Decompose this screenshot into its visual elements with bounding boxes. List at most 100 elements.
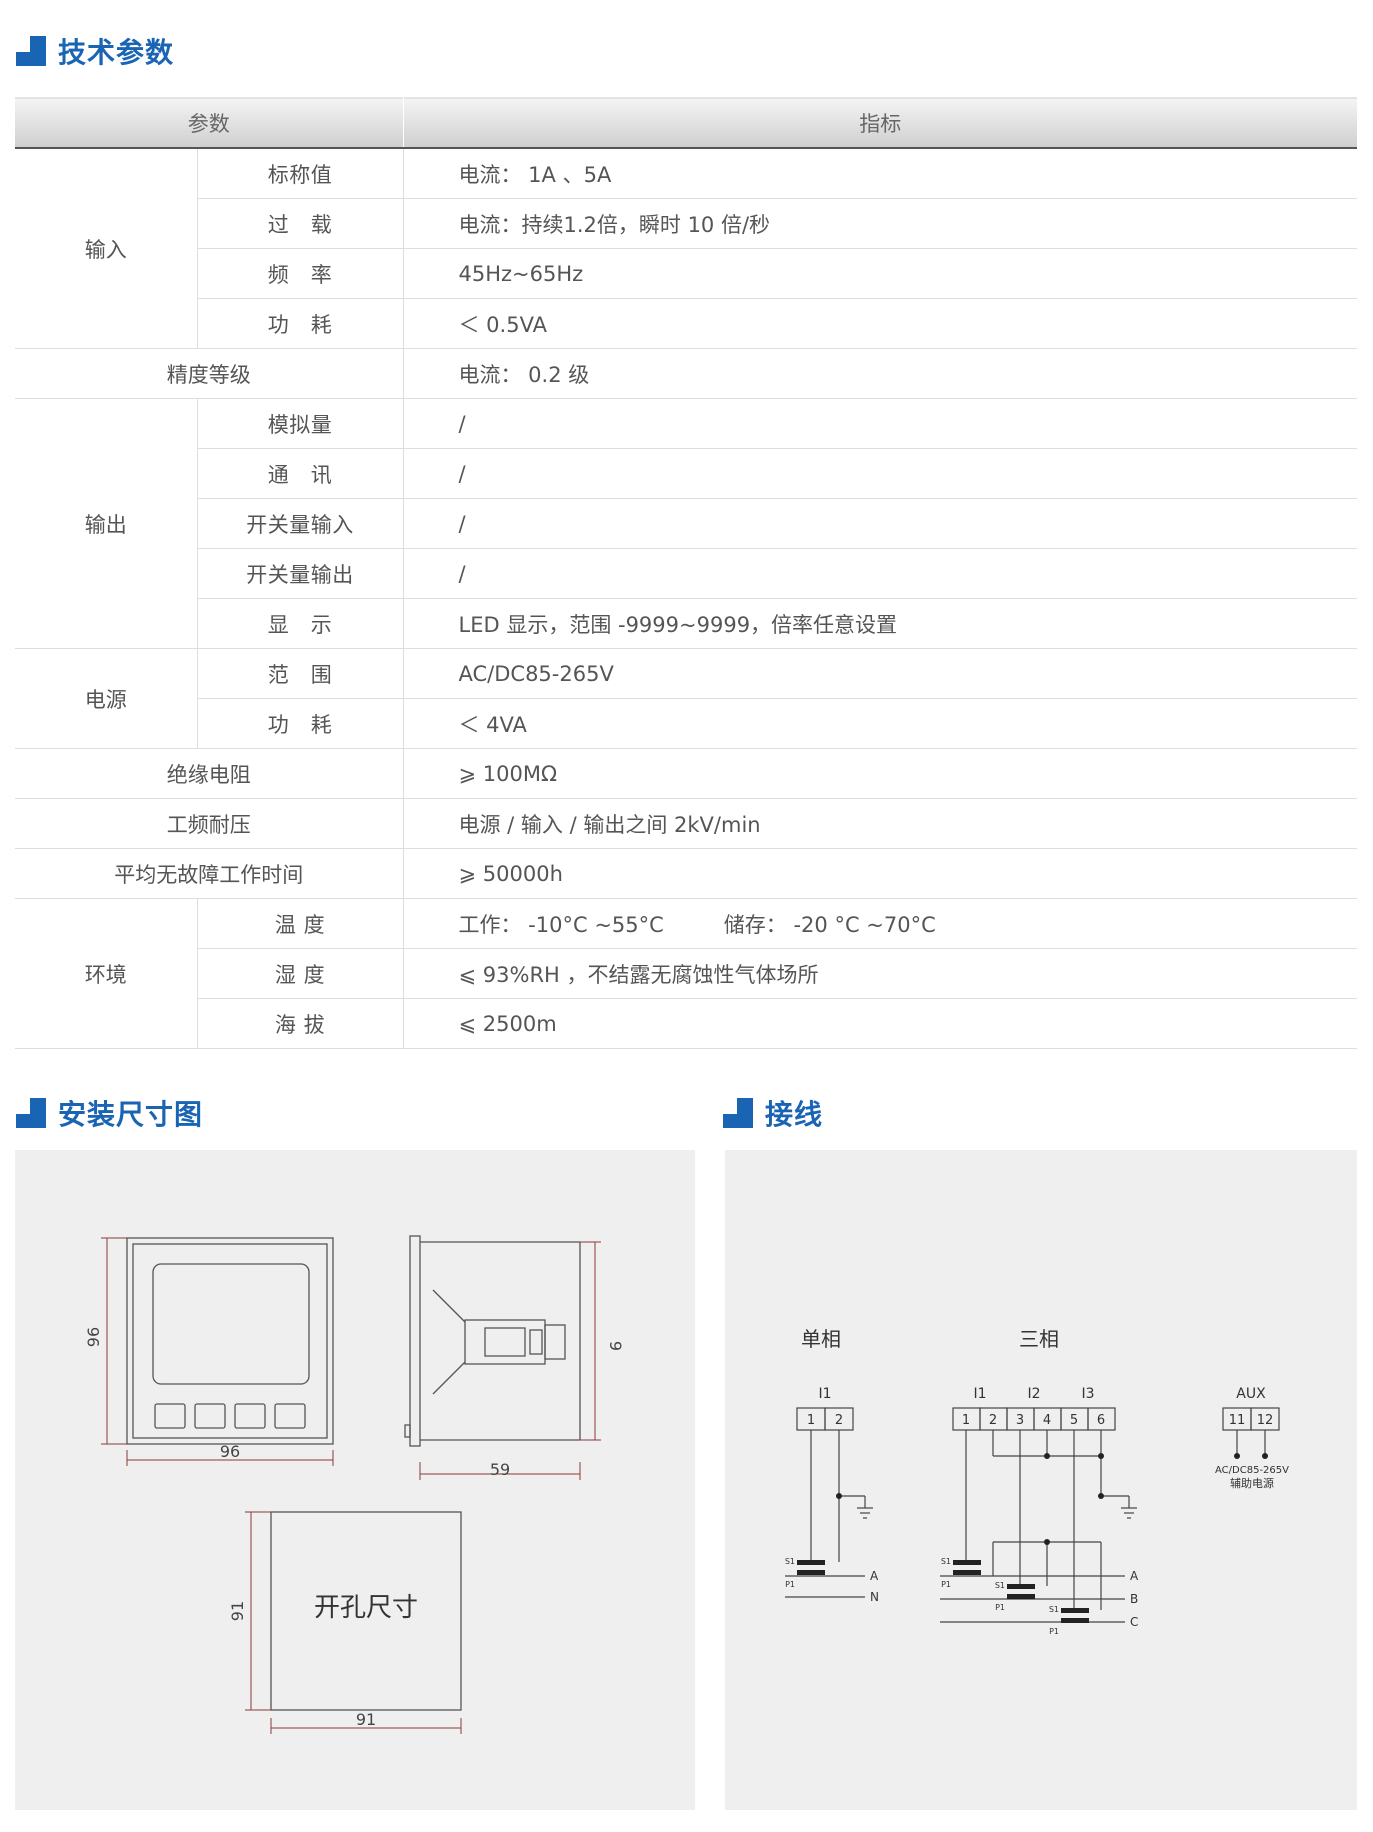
value-cell: AC/DC85-265V — [403, 648, 1357, 699]
sub-label: 频 率 — [197, 248, 404, 299]
front-bezel — [126, 1237, 334, 1445]
wiring-drawing: 单相 三相 AUX AC/DC85-265V 辅助电源 I1 I1 I2 I3 — [785, 1327, 1289, 1636]
header-param: 参数 — [15, 97, 404, 149]
sub-label: 过 载 — [197, 198, 404, 249]
sub-label: 标称值 — [197, 148, 404, 199]
section-title-wiring: 接线 — [723, 1093, 823, 1133]
front-key — [234, 1403, 266, 1429]
front-key — [154, 1403, 186, 1429]
spec-table: 参数 指标 输入 标称值 电流： 1A 、5A 过 载 电流：持续1.2倍，瞬时… — [15, 97, 1357, 1049]
sub-label: 模拟量 — [197, 398, 404, 449]
value-cell: LED 显示，范围 -9999~9999，倍率任意设置 — [403, 598, 1357, 649]
row-label: 绝缘电阻 — [15, 748, 404, 799]
section-square-icon — [723, 1098, 753, 1128]
table-row: 功 耗 ＜ 0.5VA — [15, 298, 1357, 349]
sub-label: 通 讯 — [197, 448, 404, 499]
value-cell: 电流： 0.2 级 — [403, 348, 1357, 399]
value-cell: ＜ 4VA — [403, 698, 1357, 749]
group-power: 电源 — [15, 648, 198, 749]
table-row: 输出 模拟量 / — [15, 398, 1357, 649]
table-row: 工频耐压 电源 / 输入 / 输出之间 2kV/min — [15, 798, 1357, 849]
value-cell: 电源 / 输入 / 输出之间 2kV/min — [403, 798, 1357, 849]
label-single-phase: 单相 — [801, 1327, 841, 1351]
cutout-outline — [270, 1511, 462, 1711]
section-title-mount: 安装尺寸图 — [16, 1093, 203, 1133]
value-cell: ⩽ 93%RH ，不结露无腐蚀性气体场所 — [403, 948, 1357, 999]
table-row: 精度等级 电流： 0.2 级 — [15, 348, 1357, 399]
row-label: 精度等级 — [15, 348, 404, 399]
front-key — [274, 1403, 306, 1429]
value-cell: / — [403, 548, 1357, 599]
label-s1: S1 — [941, 1557, 951, 1566]
value-cell: ⩾ 50000h — [403, 848, 1357, 899]
table-row: 平均无故障工作时间 ⩾ 50000h — [15, 848, 1357, 899]
terminal-3: 3 — [1016, 1413, 1024, 1428]
sub-label: 开关量输入 — [197, 498, 404, 549]
value-cell: / — [403, 398, 1357, 449]
label-i1: I1 — [818, 1386, 831, 1402]
label-aux: AUX — [1236, 1386, 1266, 1402]
dim-side-h: 9 — [606, 1341, 625, 1351]
label-phase-b: B — [1130, 1592, 1138, 1606]
label-i2: I2 — [1027, 1386, 1040, 1402]
label-p1: P1 — [941, 1580, 951, 1589]
group-input: 输入 — [15, 148, 198, 349]
group-env: 环境 — [15, 898, 198, 1049]
label-i1: I1 — [973, 1386, 986, 1402]
label-i3: I3 — [1081, 1386, 1094, 1402]
sub-label: 范 围 — [197, 648, 404, 699]
table-row: 湿 度 ⩽ 93%RH ，不结露无腐蚀性气体场所 — [15, 948, 1357, 999]
terminal-2: 2 — [989, 1413, 997, 1428]
side-bezel — [409, 1235, 421, 1447]
dim-side-depth: 59 — [490, 1460, 510, 1479]
dim-cut-w: 91 — [356, 1710, 376, 1729]
dim-cut-h: 91 — [228, 1601, 247, 1621]
terminal-4: 4 — [1043, 1413, 1051, 1428]
sub-label: 海 拔 — [197, 998, 404, 1049]
table-row: 显 示 LED 显示，范围 -9999~9999，倍率任意设置 — [15, 598, 1357, 649]
mount-panel: 96 96 9 59 91 91 开孔尺寸 — [15, 1150, 695, 1810]
table-row: 过 载 电流：持续1.2倍，瞬时 10 倍/秒 — [15, 198, 1357, 249]
table-row: 绝缘电阻 ⩾ 100MΩ — [15, 748, 1357, 799]
temp-work: 工作： -10°C ~55°C — [458, 912, 664, 937]
value-cell: / — [403, 448, 1357, 499]
table-row: 开关量输入 / — [15, 498, 1357, 549]
table-row: 海 拔 ⩽ 2500m — [15, 998, 1357, 1049]
value-cell: ⩾ 100MΩ — [403, 748, 1357, 799]
section-title-tech: 技术参数 — [16, 31, 174, 71]
terminal-2: 2 — [835, 1413, 843, 1428]
table-row: 输入 标称值 电流： 1A 、5A — [15, 148, 1357, 349]
section-square-icon — [16, 1098, 46, 1128]
group-output: 输出 — [15, 398, 198, 649]
label-phase-a: A — [870, 1569, 879, 1583]
label-phase-a: A — [1130, 1569, 1139, 1583]
terminal-12: 12 — [1257, 1413, 1274, 1428]
label-s1: S1 — [995, 1581, 1005, 1590]
label-phase-c: C — [1130, 1615, 1138, 1629]
mount-drawing: 96 96 9 59 91 91 开孔尺寸 — [84, 1235, 625, 1734]
sub-label: 温 度 — [197, 898, 404, 949]
aux-note: 辅助电源 — [1230, 1476, 1274, 1490]
value-cell: 工作： -10°C ~55°C 储存： -20 °C ~70°C — [403, 898, 1357, 949]
row-label: 平均无故障工作时间 — [15, 848, 404, 899]
dim-front-w: 96 — [220, 1442, 240, 1461]
table-row: 通 讯 / — [15, 448, 1357, 499]
table-row: 功 耗 ＜ 4VA — [15, 698, 1357, 749]
terminal-1: 1 — [807, 1413, 815, 1428]
terminal-11: 11 — [1229, 1413, 1246, 1428]
terminal-5: 5 — [1070, 1413, 1078, 1428]
wiring-panel: 单相 三相 AUX AC/DC85-265V 辅助电源 I1 I1 I2 I3 — [725, 1150, 1357, 1810]
label-p1: P1 — [995, 1603, 1005, 1612]
value-cell: / — [403, 498, 1357, 549]
section-square-icon — [16, 36, 46, 66]
sub-label: 显 示 — [197, 598, 404, 649]
sub-label: 开关量输出 — [197, 548, 404, 599]
value-cell: 45Hz~65Hz — [403, 248, 1357, 299]
value-cell: 电流： 1A 、5A — [403, 148, 1357, 199]
label-s1: S1 — [785, 1557, 795, 1566]
temp-store: 储存： -20 °C ~70°C — [723, 912, 936, 937]
label-p1: P1 — [785, 1580, 795, 1589]
sub-label: 功 耗 — [197, 298, 404, 349]
label-neutral: N — [870, 1590, 879, 1604]
dim-front-h: 96 — [84, 1327, 103, 1347]
